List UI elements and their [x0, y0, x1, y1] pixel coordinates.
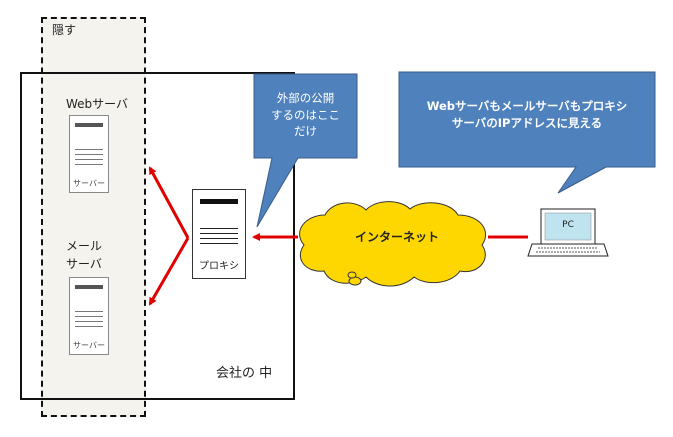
callout-left-text: 外部の公開 するのはここ だけ	[254, 90, 357, 140]
mail-server-caption: サーバー	[73, 341, 105, 350]
mail-server-label-line2: サーバ	[66, 257, 102, 271]
company-label: 会社の 中	[216, 366, 273, 381]
pc-label: PC	[562, 220, 574, 230]
web-server-label: Webサーバ	[66, 97, 129, 111]
callout-left-line3: だけ	[294, 124, 317, 139]
web-server-caption: サーバー	[73, 179, 105, 188]
callout-left-shape	[253, 73, 358, 228]
internet-cloud	[299, 201, 487, 287]
mail-server-label-line1: メール	[66, 239, 103, 253]
internet-label: インターネット	[354, 230, 439, 244]
callout-right-line2: サーバのIPアドレスに見える	[451, 115, 603, 130]
mail-server-icon: サーバー	[69, 277, 109, 355]
callout-left-line2: するのはここ	[271, 107, 340, 122]
arrow-proxy-to-web-server	[148, 166, 190, 239]
callout-left-line1: 外部の公開	[276, 91, 335, 105]
hidden-zone-label: 隠す	[52, 23, 77, 37]
proxy-server-icon: プロキシ	[192, 189, 246, 279]
callout-right-text: Webサーバもメールサーバもプロキシ サーバのIPアドレスに見える	[399, 98, 655, 131]
arrow-proxy-to-mail-server	[148, 237, 190, 306]
callout-right-line1: Webサーバもメールサーバもプロキシ	[426, 99, 628, 113]
callout-right-shape	[398, 71, 656, 194]
web-server-icon: サーバー	[69, 115, 109, 193]
laptop-icon	[527, 208, 609, 257]
proxy-caption: プロキシ	[199, 261, 239, 272]
